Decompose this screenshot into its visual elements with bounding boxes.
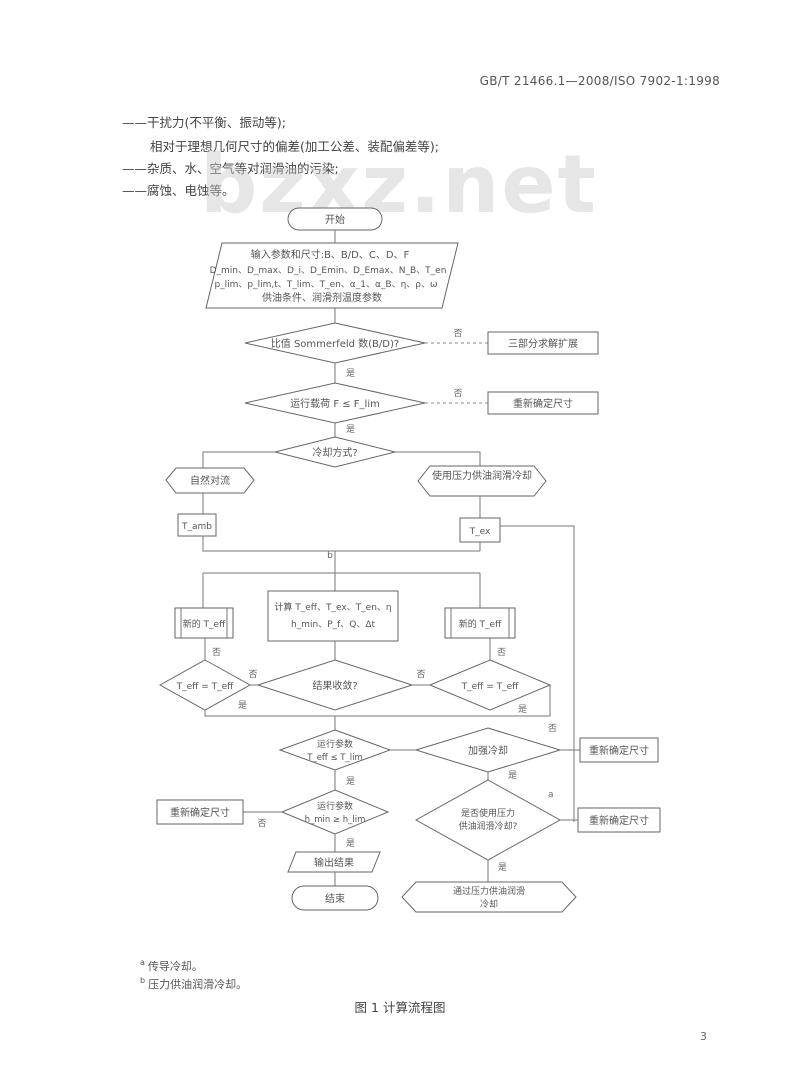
label-yes-3: 是 xyxy=(238,700,247,711)
input-parameters xyxy=(205,242,459,309)
new-t-left-box xyxy=(174,607,234,639)
end-terminal xyxy=(291,885,379,911)
oper-params-2-line-2: h_min ≥ h_lim xyxy=(305,815,366,825)
decide-cooling-text: 加强冷却 xyxy=(468,744,508,757)
oper-params-line-1: 运行参数 xyxy=(317,738,353,750)
resize-right-text-1: 重新确定尺寸 xyxy=(589,744,649,757)
calc-line-1: 计算 T_eff、T_ex、T_en、η xyxy=(274,601,391,613)
t-amb-box xyxy=(177,513,217,537)
figure-caption: 图 1 计算流程图 xyxy=(354,1000,446,1015)
label-no-2: 否 xyxy=(453,388,462,399)
label-yes-6: 是 xyxy=(346,776,355,787)
label-b: b xyxy=(327,551,333,561)
converge-decision xyxy=(256,659,414,711)
pressure-line-2: 供油润滑冷却? xyxy=(459,820,518,832)
standard-header: GB/T 21466.1—2008/ISO 7902-1:1998 xyxy=(479,74,720,88)
t-ex-box xyxy=(459,517,501,543)
resize-right-box-1 xyxy=(579,737,659,763)
intro-line-4: ——腐蚀、电蚀等。 xyxy=(122,183,235,198)
label-no-4: 否 xyxy=(212,647,221,658)
page-number: 3 xyxy=(700,1030,707,1043)
resize-box-1 xyxy=(487,391,599,415)
new-t-right-box xyxy=(444,607,516,639)
pressure-line-1: 是否使用压力 xyxy=(461,807,515,819)
label-yes-7: 是 xyxy=(498,862,507,873)
intro-line-3: ——杂质、水、空气等对润滑油的污染; xyxy=(122,161,339,176)
new-t-right-text: 新的 T_eff xyxy=(459,618,502,630)
label-yes-2: 是 xyxy=(346,424,355,435)
calculation-box xyxy=(267,590,399,642)
input-line-3: p_lim、p_lim,t、T_lim、T_en、α_1、α_B、η、ρ、ω xyxy=(214,280,437,290)
label-yes-1: 是 xyxy=(346,368,355,379)
oper-params-line-2: T_eff ≤ T_lim xyxy=(306,753,363,763)
intro-line-1: ——干扰力(不平衡、振动等); xyxy=(122,115,286,130)
pressure-cooling-line-1: 通过压力供油润滑 xyxy=(453,885,525,897)
label-no-1: 否 xyxy=(453,328,462,339)
check-load-text: 运行载荷 F ≤ F_lim xyxy=(290,397,380,410)
change-structure-text: 三部分求解扩展 xyxy=(508,337,578,350)
new-t-left-text: 新的 T_eff xyxy=(183,618,226,630)
label-yes-4: 是 xyxy=(518,704,527,715)
start-text: 开始 xyxy=(325,213,345,226)
resize-text-1: 重新确定尺寸 xyxy=(513,397,573,410)
resize-right-box-2 xyxy=(577,807,661,833)
watermark: bzxz.net xyxy=(200,138,598,231)
intro-line-2: 相对于理想几何尺寸的偏差(加工公差、装配偏差等); xyxy=(150,139,439,154)
cooling-type-text: 冷却方式? xyxy=(312,446,357,459)
resize-right-text-2: 重新确定尺寸 xyxy=(589,814,649,827)
label-no-3: 否 xyxy=(248,669,257,680)
natural-convection-node xyxy=(165,467,255,494)
label-yes-8: 是 xyxy=(346,838,355,849)
output-node xyxy=(287,851,381,873)
converge-text: 结果收敛? xyxy=(312,679,357,692)
output-text: 输出结果 xyxy=(314,856,354,869)
pressure-cooling-node xyxy=(401,881,577,913)
pressure-cooling-line-2: 冷却 xyxy=(480,898,498,910)
t-ex-text: T_ex xyxy=(469,527,491,537)
end-text: 结束 xyxy=(325,892,345,905)
right-check-text: T_eff = T_eff xyxy=(461,682,520,692)
forced-text: 使用压力供油润滑冷却 xyxy=(432,469,532,482)
oper-params-2-line-1: 运行参数 xyxy=(317,800,353,812)
label-no-5: 否 xyxy=(416,669,425,680)
label-yes-5: 是 xyxy=(508,770,517,781)
oper-params-decision xyxy=(278,729,392,771)
forced-cooling-node xyxy=(417,465,547,497)
resize-left-box xyxy=(156,799,244,825)
oper-params-2-decision xyxy=(280,789,390,835)
left-check-text: T_eff = T_eff xyxy=(176,682,235,692)
pressure-decision xyxy=(414,779,562,861)
cooling-type-decision xyxy=(274,436,396,468)
calc-line-2: h_min、P_f、Q、Δt xyxy=(291,620,376,630)
convection-text: 自然对流 xyxy=(190,474,230,487)
change-structure-box xyxy=(487,331,599,355)
label-no-8: 否 xyxy=(257,818,266,829)
input-line-2: D_min、D_max、D_i、D_Emin、D_Emax、N_B、T_en xyxy=(210,266,447,276)
label-a: a xyxy=(548,790,554,800)
label-no-7: 否 xyxy=(548,723,557,734)
input-line-4: 供油条件、润滑剂温度参数 xyxy=(262,291,382,304)
t-amb-text: T_amb xyxy=(181,522,212,532)
label-no-6: 否 xyxy=(497,647,506,658)
input-line-1: 输入参数和尺寸:B、B/D、C、D、F xyxy=(251,248,410,261)
check-ratio-text: 比值 Sommerfeld 数(B/D)? xyxy=(271,337,399,350)
right-check-decision xyxy=(428,659,552,711)
resize-left-text: 重新确定尺寸 xyxy=(170,806,230,819)
